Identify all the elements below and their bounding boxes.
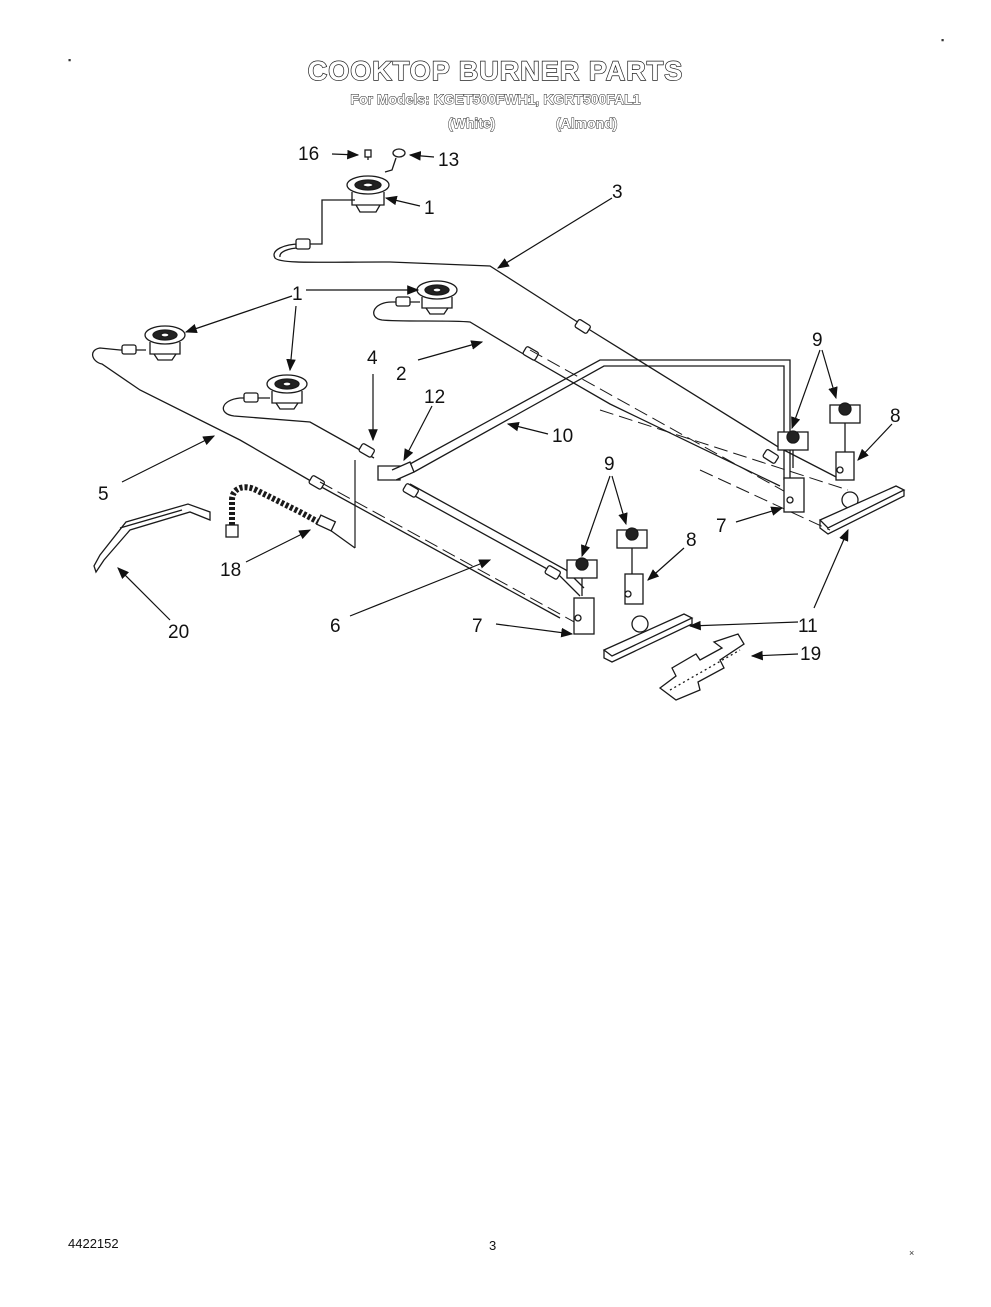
callout-5: 5 bbox=[98, 484, 109, 505]
tube-5 bbox=[92, 347, 561, 619]
variant-white-label: (White) bbox=[448, 115, 496, 132]
front-switch-9a bbox=[566, 557, 598, 596]
bracket-20 bbox=[93, 503, 211, 574]
callout-11: 11 bbox=[798, 616, 818, 637]
front-center-burner-head bbox=[266, 374, 308, 410]
corner-mark-top-left: ▪ bbox=[68, 55, 72, 65]
callout-13: 13 bbox=[438, 150, 459, 171]
front-valve-7 bbox=[573, 597, 595, 635]
callout-7-right: 7 bbox=[716, 516, 727, 537]
right-switch-9a bbox=[777, 430, 809, 468]
callout-6: 6 bbox=[330, 616, 341, 637]
cap-13 bbox=[392, 148, 406, 158]
corner-mark-bottom-right: × bbox=[909, 1248, 915, 1258]
tube-6 bbox=[403, 489, 581, 597]
callout-7-left: 7 bbox=[472, 616, 483, 637]
page-title: COOKTOP BURNER PARTS bbox=[307, 55, 684, 86]
front-valve-8 bbox=[624, 573, 644, 605]
right-switch-9b bbox=[829, 402, 861, 452]
callout-19: 19 bbox=[800, 644, 821, 665]
callout-8-left: 8 bbox=[686, 530, 697, 551]
callout-9-right: 9 bbox=[812, 330, 823, 351]
right-valve-8 bbox=[835, 451, 855, 481]
callout-10: 10 bbox=[552, 426, 573, 447]
tube-10 bbox=[409, 359, 791, 480]
right-valve-7 bbox=[783, 477, 805, 513]
front-panel-bar-11 bbox=[602, 613, 694, 657]
callout-1-top: 1 bbox=[424, 198, 435, 219]
tube-3 bbox=[273, 243, 843, 481]
right-panel-bar-11 bbox=[818, 485, 906, 529]
top-burner-head bbox=[346, 175, 390, 213]
callout-4: 4 bbox=[367, 348, 378, 369]
variant-almond-label: (Almond) bbox=[556, 115, 618, 132]
callout-2: 2 bbox=[396, 364, 407, 385]
callout-16: 16 bbox=[298, 144, 319, 165]
callout-18: 18 bbox=[220, 560, 241, 581]
corner-mark-top-right: ▪ bbox=[941, 35, 945, 45]
rear-right-burner-head bbox=[416, 280, 458, 315]
callout-3: 3 bbox=[612, 182, 623, 203]
model-numbers: For Models: KGET500FWH1, KGRT500FAL1 bbox=[350, 91, 641, 108]
page-number: 3 bbox=[489, 1238, 497, 1253]
callout-12: 12 bbox=[424, 387, 445, 408]
callout-8-right: 8 bbox=[890, 406, 901, 427]
heat-shield-19 bbox=[658, 633, 745, 701]
callout-1-mid: 1 bbox=[292, 284, 303, 305]
document-number: 4422152 bbox=[68, 1236, 119, 1251]
tube-3-bracket bbox=[306, 199, 355, 245]
flex-hose-18 bbox=[229, 484, 324, 530]
callout-20: 20 bbox=[168, 622, 189, 643]
left-front-burner-head bbox=[144, 325, 186, 361]
front-switch-9b bbox=[616, 527, 648, 574]
tube-2 bbox=[373, 301, 781, 487]
callout-9-left: 9 bbox=[604, 454, 615, 475]
tube-4 bbox=[222, 397, 375, 459]
